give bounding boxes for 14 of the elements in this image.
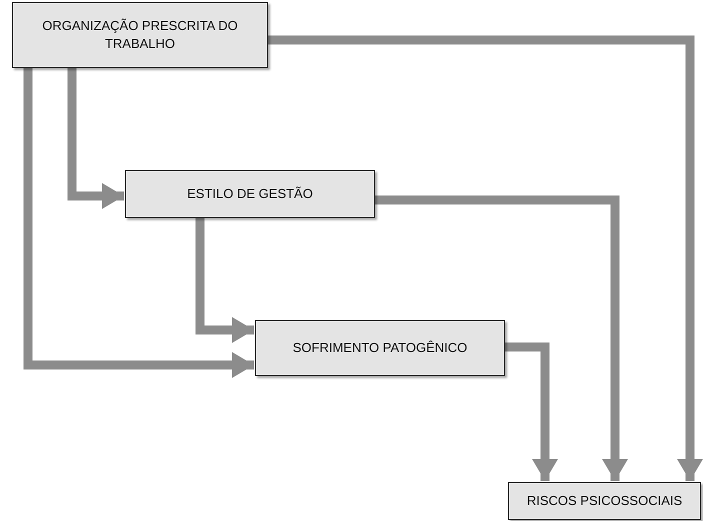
arrow xyxy=(375,196,628,481)
arrow xyxy=(24,68,254,378)
arrow xyxy=(68,68,124,209)
arrow xyxy=(505,342,558,481)
arrow xyxy=(268,36,703,481)
node-label: ESTILO DE GESTÃO xyxy=(187,185,313,203)
node-label: ORGANIZAÇÃO PRESCRITA DO TRABALHO xyxy=(41,17,239,53)
process-box xyxy=(12,2,268,68)
process-box xyxy=(125,170,375,218)
process-box xyxy=(255,320,505,376)
arrow xyxy=(196,218,254,343)
node-label: SOFRIMENTO PATOGÊNICO xyxy=(292,339,468,357)
process-box xyxy=(508,482,701,520)
node-label: RISCOS PSICOSSOCIAIS xyxy=(526,492,682,510)
